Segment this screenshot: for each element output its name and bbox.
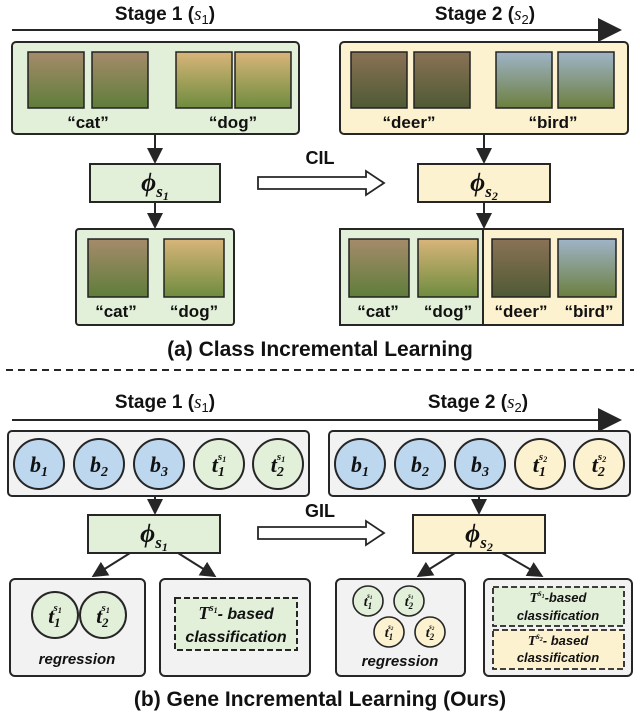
output2-label-dog: “dog” bbox=[424, 302, 472, 321]
svg-text:t1s2: t1s2 bbox=[533, 451, 547, 480]
stage2-input-photos bbox=[350, 51, 615, 109]
svg-text:t1s1: t1s1 bbox=[48, 602, 62, 630]
stage2-classification-s2-line1: Ts2- based bbox=[528, 631, 590, 649]
input1-label-dog: “dog” bbox=[209, 113, 257, 132]
input2-label-deer: “deer” bbox=[383, 113, 436, 132]
gene-t1-s1: t1s1 bbox=[193, 438, 245, 490]
stage1-label-top: Stage 1 (s1) bbox=[115, 4, 215, 27]
gil-arrow bbox=[257, 519, 386, 547]
gene-t2-s1: t2s1 bbox=[79, 591, 127, 639]
gene-t2-s2: t2s2 bbox=[573, 438, 625, 490]
cil-label: CIL bbox=[306, 148, 335, 168]
stage1-genes: b1 b2 b3 t1s1 t2s1 bbox=[13, 438, 304, 490]
model-phi-s1-bottom-label: ϕs1 bbox=[140, 519, 168, 554]
svg-text:t1s1: t1s1 bbox=[212, 451, 226, 480]
svg-text:t2s2: t2s2 bbox=[592, 451, 606, 480]
model-phi-s1-bottom bbox=[87, 514, 221, 554]
svg-text:t2s1: t2s1 bbox=[271, 451, 285, 480]
cil-arrow bbox=[257, 169, 386, 197]
stage2-classification-s2-line2: classification bbox=[517, 650, 599, 665]
model-phi-s1-top bbox=[89, 163, 221, 203]
cat-photo bbox=[27, 51, 85, 109]
deer-photo bbox=[413, 51, 471, 109]
bird-photo bbox=[557, 238, 617, 298]
stage1-input-photos bbox=[27, 51, 292, 109]
cat-photo bbox=[91, 51, 149, 109]
output1-label-cat: “cat” bbox=[95, 302, 137, 321]
model-phi-s1-top-label: ϕs1 bbox=[141, 168, 169, 203]
gene-b2: b2 bbox=[73, 438, 125, 490]
dog-photo bbox=[163, 238, 225, 298]
arrow-branch-b2-left bbox=[416, 552, 456, 578]
stage1-regression-label: regression bbox=[39, 651, 116, 668]
model-phi-s2-bottom bbox=[412, 514, 546, 554]
panel-a: Stage 1 (s1) Stage 2 (s2) “cat” “dog” “d… bbox=[11, 4, 629, 361]
input2-label-bird: “bird” bbox=[528, 113, 577, 132]
arrow-branch-b1-left bbox=[91, 552, 131, 578]
gene-b3: b3 bbox=[133, 438, 185, 490]
stage2-genes: b1 b2 b3 t1s2 t2s2 bbox=[334, 438, 625, 490]
output2-label-deer: “deer” bbox=[495, 302, 548, 321]
gene-t1-s1: t1s1 bbox=[352, 585, 384, 617]
output2-label-cat: “cat” bbox=[357, 302, 399, 321]
bird-photo bbox=[557, 51, 615, 109]
gene-b1: b1 bbox=[334, 438, 386, 490]
panel-b: Stage 1 (s1) Stage 2 (s2) b1 b2 b3 t1s1 bbox=[7, 392, 633, 711]
gil-label: GIL bbox=[305, 501, 335, 521]
stage1-classification-tag bbox=[174, 597, 298, 651]
dog-photo bbox=[234, 51, 292, 109]
svg-text:t1s2: t1s2 bbox=[385, 623, 394, 642]
caption-a: (a) Class Incremental Learning bbox=[167, 338, 473, 361]
stage1-label-bottom: Stage 1 (s1) bbox=[115, 392, 215, 415]
gene-t2-s1: t2s1 bbox=[252, 438, 304, 490]
stage1-classification-line1: Ts1- based bbox=[198, 602, 275, 623]
output1-label-dog: “dog” bbox=[170, 302, 218, 321]
deer-photo bbox=[491, 238, 551, 298]
model-phi-s2-top-label: ϕs2 bbox=[470, 168, 498, 203]
stage2-label-bottom: Stage 2 (s2) bbox=[428, 392, 528, 415]
gene-b2: b2 bbox=[394, 438, 446, 490]
svg-text:t2s1: t2s1 bbox=[405, 592, 414, 611]
stage2-classification-tag-s1 bbox=[492, 586, 625, 627]
cat-photo bbox=[87, 238, 149, 298]
cat-photo bbox=[348, 238, 410, 298]
dog-photo bbox=[417, 238, 479, 298]
model-phi-s2-bottom-label: ϕs2 bbox=[465, 519, 493, 554]
gene-b1: b1 bbox=[13, 438, 65, 490]
dog-photo bbox=[175, 51, 233, 109]
svg-text:t1s1: t1s1 bbox=[364, 592, 373, 611]
caption-b: (b) Gene Incremental Learning (Ours) bbox=[134, 688, 506, 711]
svg-text:t2s1: t2s1 bbox=[96, 602, 110, 630]
stage2-classification-tag-s2 bbox=[492, 629, 625, 670]
model-phi-s2-top bbox=[417, 163, 551, 203]
stage2-regression-label: regression bbox=[362, 653, 439, 670]
deer-photo bbox=[350, 51, 408, 109]
arrow-branch-b1-right bbox=[177, 552, 217, 578]
svg-text:t2s2: t2s2 bbox=[426, 623, 435, 642]
bird-photo bbox=[495, 51, 553, 109]
output2-label-bird: “bird” bbox=[564, 302, 613, 321]
stage2-label-top: Stage 2 (s2) bbox=[435, 4, 535, 27]
stage2-classification-s1-line1: Ts1-based bbox=[530, 588, 588, 606]
gene-t1-s2: t1s2 bbox=[373, 616, 405, 648]
gene-t2-s2: t2s2 bbox=[414, 616, 446, 648]
gene-t1-s1: t1s1 bbox=[31, 591, 79, 639]
arrow-branch-b2-right bbox=[501, 552, 544, 578]
gene-b3: b3 bbox=[454, 438, 506, 490]
gene-t2-s1: t2s1 bbox=[393, 585, 425, 617]
stage1-classification-line2: classification bbox=[185, 629, 287, 646]
stage2-classification-s1-line2: classification bbox=[517, 608, 599, 623]
gene-t1-s2: t1s2 bbox=[514, 438, 566, 490]
input1-label-cat: “cat” bbox=[67, 113, 109, 132]
